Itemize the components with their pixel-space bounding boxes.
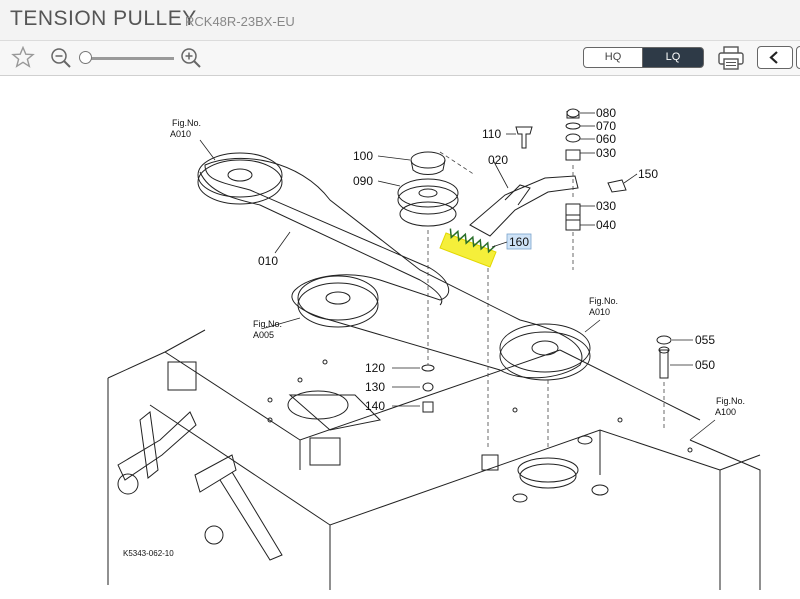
zoom-slider-thumb[interactable] [79, 51, 92, 64]
part-label-050[interactable]: 050 [695, 358, 715, 372]
model-number: RCK48R-23BX-EU [185, 14, 295, 29]
part-label-030-bottom[interactable]: 030 [596, 199, 616, 213]
fig-ref-a010-right[interactable]: A010 [589, 307, 610, 317]
back-button[interactable] [757, 46, 793, 69]
part-label-055[interactable]: 055 [695, 333, 715, 347]
title-bar: TENSION PULLEY RCK48R-23BX-EU [0, 0, 800, 40]
next-button-edge[interactable] [796, 46, 800, 69]
part-label-010[interactable]: 010 [258, 254, 278, 268]
part-label-030-top[interactable]: 030 [596, 146, 616, 160]
chevron-left-icon [769, 51, 778, 64]
fig-ref-a010-top[interactable]: A010 [170, 129, 191, 139]
quality-hq-button[interactable]: HQ [583, 47, 643, 68]
fig-ref-label: Fig.No. [716, 396, 745, 406]
part-label-040[interactable]: 040 [596, 218, 616, 232]
part-label-120[interactable]: 120 [365, 361, 385, 375]
part-label-110[interactable]: 110 [482, 127, 501, 141]
part-label-130[interactable]: 130 [365, 380, 385, 394]
printer-icon[interactable] [715, 45, 747, 71]
fig-ref-label: Fig.No. [172, 118, 201, 128]
zoom-slider-track[interactable] [88, 57, 174, 60]
star-icon[interactable] [11, 46, 35, 68]
part-label-160[interactable]: 160 [509, 235, 529, 249]
part-label-070[interactable]: 070 [596, 119, 616, 133]
drawing-code: K5343-062-10 [123, 549, 174, 558]
part-label-150[interactable]: 150 [638, 167, 658, 181]
fig-ref-label: Fig.No. [589, 296, 618, 306]
spring-160-highlight[interactable] [439, 228, 532, 268]
part-label-020[interactable]: 020 [488, 153, 508, 167]
part-label-060[interactable]: 060 [596, 132, 616, 146]
zoom-out-icon[interactable] [50, 47, 72, 69]
page-title: TENSION PULLEY [10, 7, 197, 30]
fig-ref-a100[interactable]: A100 [715, 407, 736, 417]
zoom-in-icon[interactable] [180, 47, 202, 69]
fig-ref-a005[interactable]: A005 [253, 330, 274, 340]
part-label-100[interactable]: 100 [353, 149, 373, 163]
part-label-140[interactable]: 140 [365, 399, 385, 413]
quality-lq-button[interactable]: LQ [642, 47, 704, 68]
fig-ref-label: Fig.No. [253, 319, 282, 329]
parts-diagram: 080 070 060 030 110 020 100 090 150 030 … [107, 106, 761, 590]
part-label-090[interactable]: 090 [353, 174, 373, 188]
part-label-080[interactable]: 080 [596, 106, 616, 120]
